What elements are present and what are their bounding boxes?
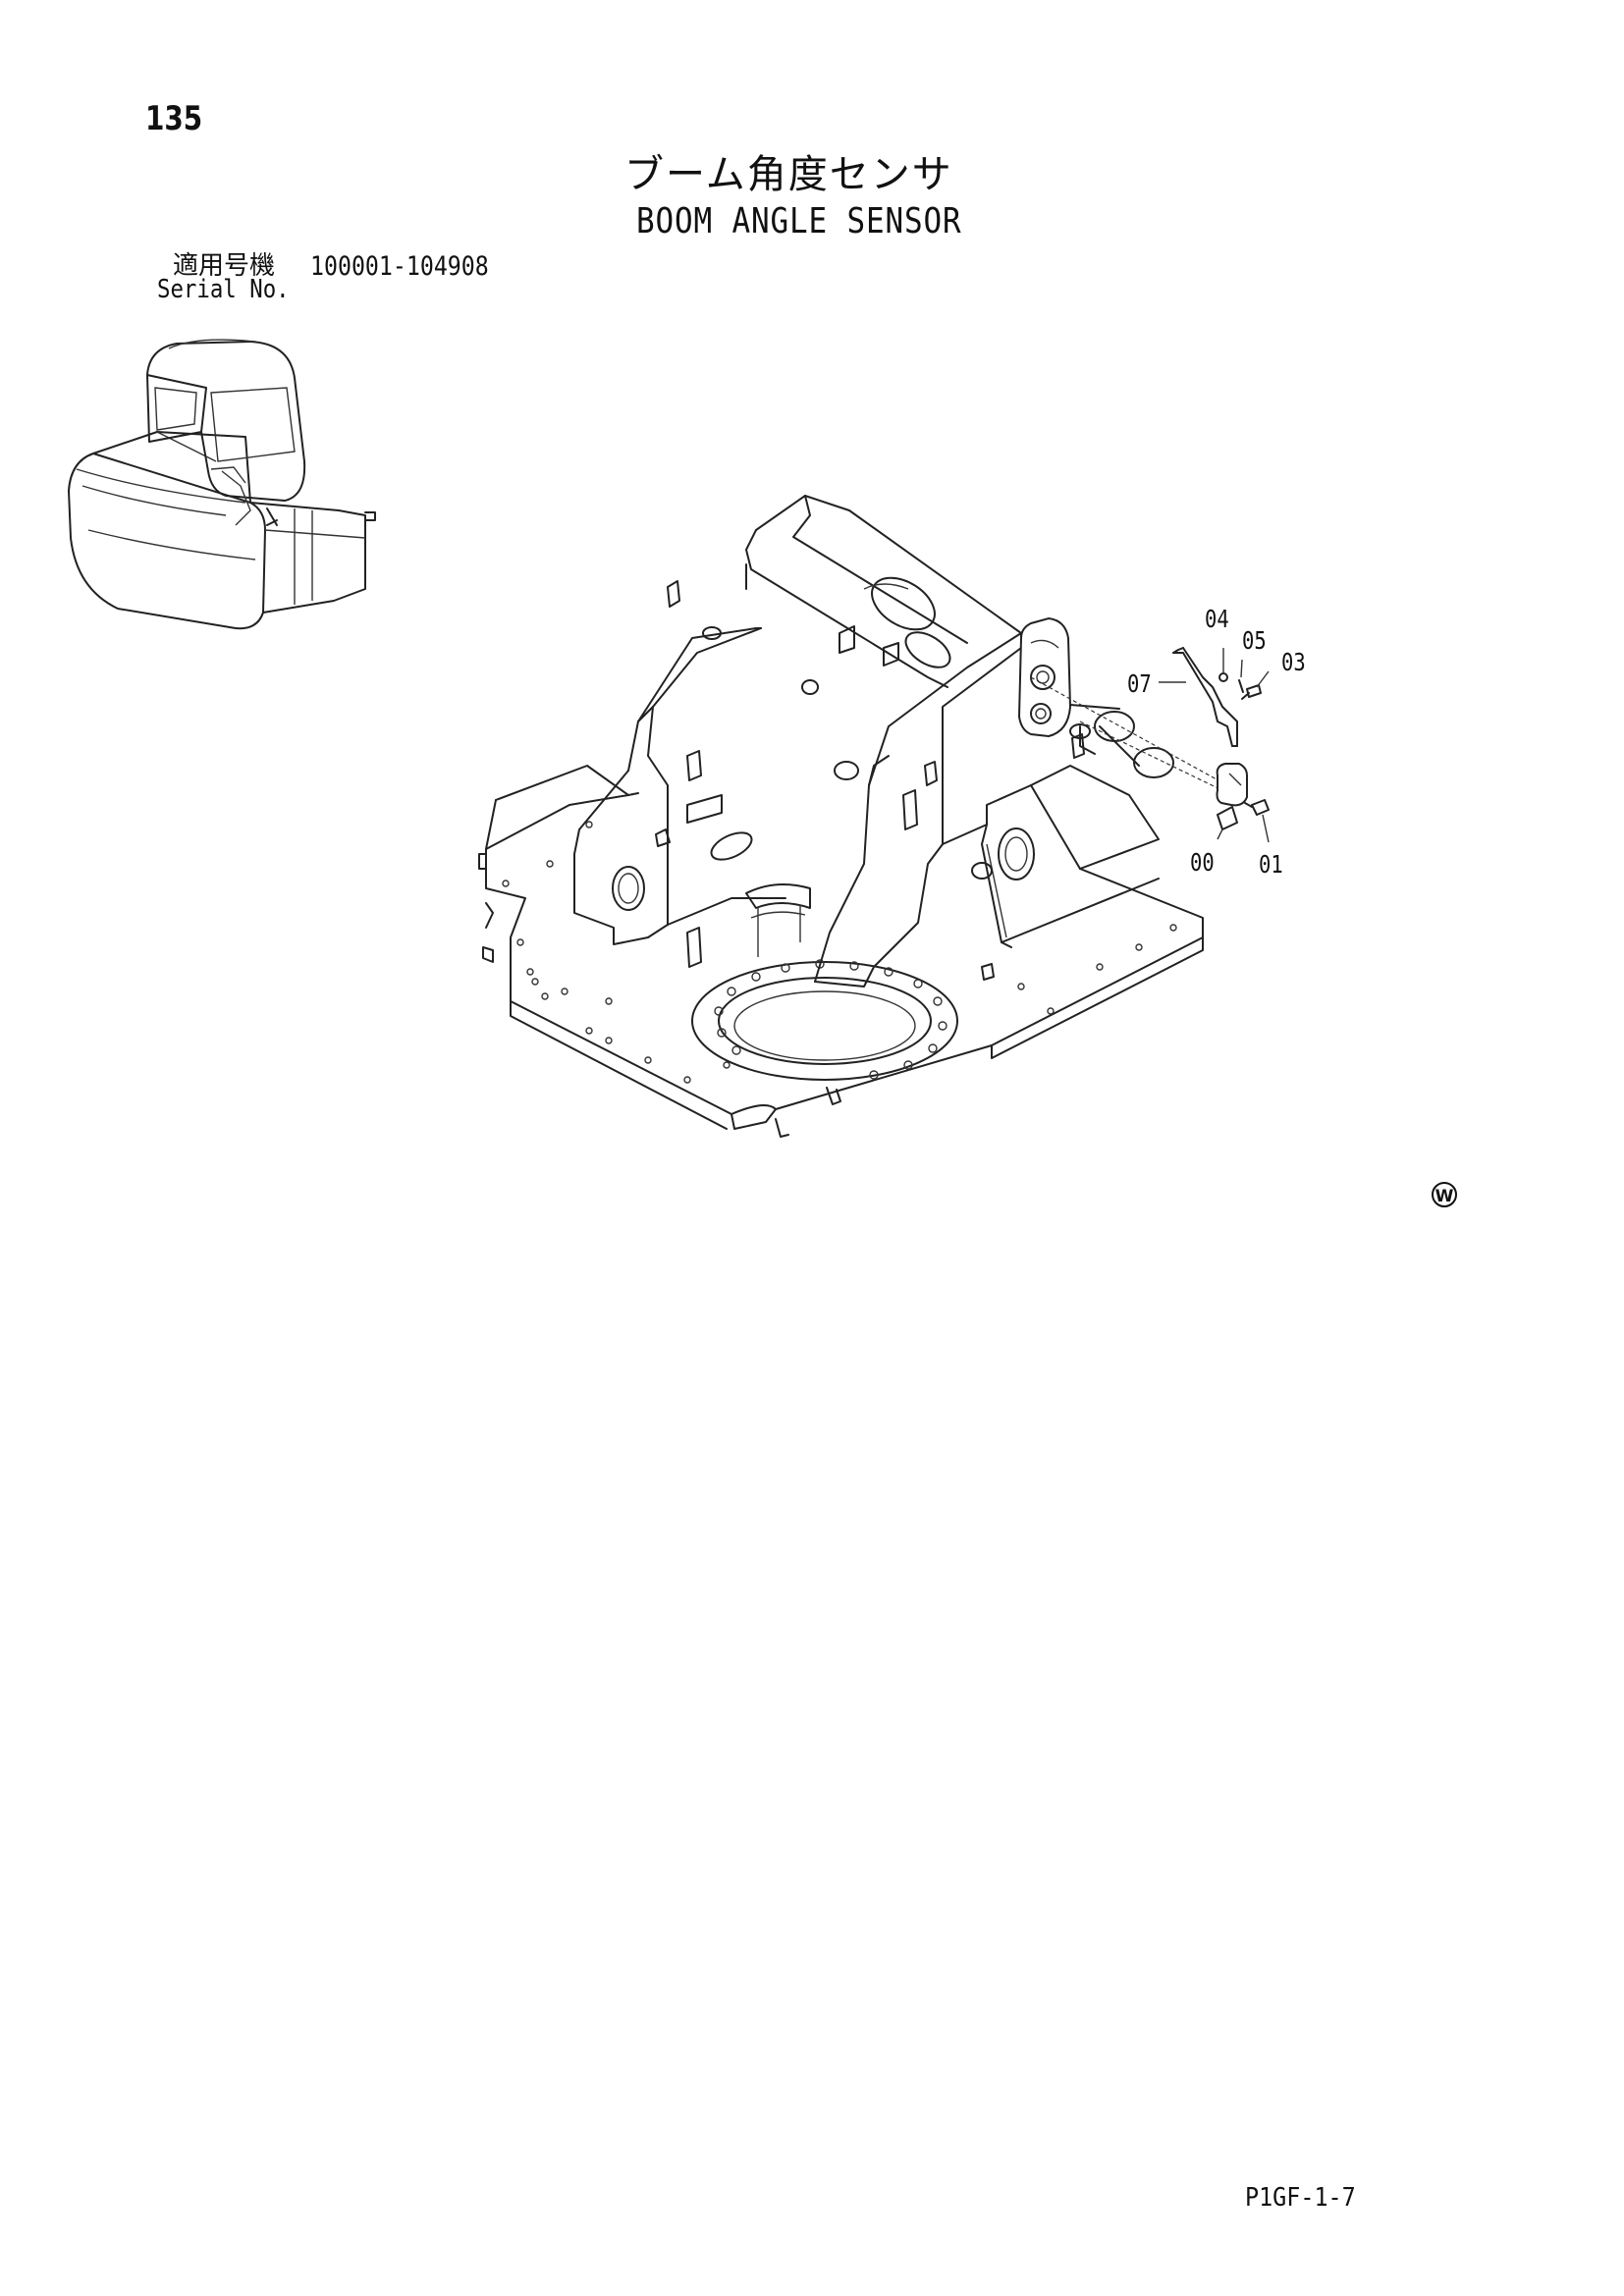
callout-07: 07 xyxy=(1127,669,1152,698)
document-code: P1GF-1-7 xyxy=(1245,2183,1356,2213)
callout-05: 05 xyxy=(1242,626,1267,655)
page-title-english: BOOM ANGLE SENSOR xyxy=(636,201,962,241)
serial-label-japanese: 適用号機 xyxy=(173,251,276,281)
callout-01: 01 xyxy=(1259,850,1283,879)
serial-label-english: Serial No. xyxy=(157,275,290,304)
serial-number-range: 100001-104908 xyxy=(310,251,489,282)
circled-w-mark-icon: W xyxy=(1432,1182,1457,1207)
page-title-japanese: ブーム角度センサ xyxy=(624,152,953,197)
callout-00: 00 xyxy=(1190,848,1215,877)
callout-04: 04 xyxy=(1205,605,1229,633)
callout-03: 03 xyxy=(1281,648,1306,676)
page-number: 135 xyxy=(145,99,203,138)
